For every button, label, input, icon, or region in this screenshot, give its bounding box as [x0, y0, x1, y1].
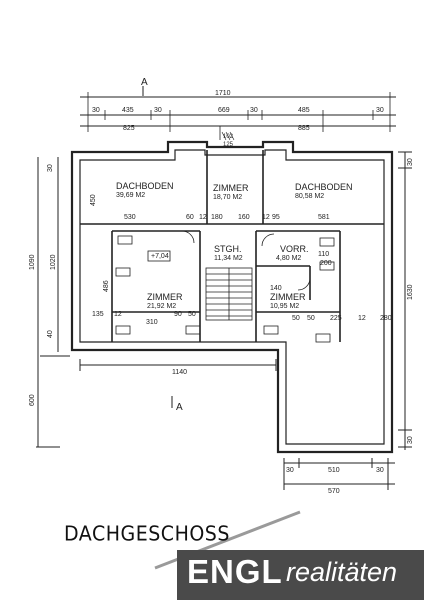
dim-left: 1090	[29, 254, 36, 270]
dim-inner: 12	[199, 214, 207, 221]
room-area: 10,95 M2	[270, 303, 299, 310]
dim-top: 30	[376, 107, 384, 114]
room-name: ZIMMER	[270, 292, 306, 302]
dim-left: 450	[90, 194, 97, 206]
logo-brand-text: ENGL	[187, 553, 283, 590]
dim-inner: 90	[174, 311, 182, 318]
dim-right: 1630	[407, 284, 414, 300]
dim-top: 669	[218, 107, 230, 114]
section-marker-bottom: A	[176, 402, 183, 413]
dim-left: 1020	[50, 254, 57, 270]
dim-inner: 225	[330, 315, 342, 322]
dim-inner: 50	[188, 311, 196, 318]
section-marker-top: A	[141, 77, 148, 88]
dim-inner: 530	[124, 214, 136, 221]
level-mark: +7,04	[151, 253, 169, 260]
room-area: 39,69 M2	[116, 192, 145, 199]
dim-inner: 95	[272, 214, 280, 221]
dim-inner: 180	[211, 214, 223, 221]
dim-left: 30	[47, 164, 54, 172]
dim-inner: 12	[358, 315, 366, 322]
room-name: ZIMMER	[147, 292, 183, 302]
dim-left: 40	[47, 330, 54, 338]
room-area: 18,70 M2	[213, 194, 242, 201]
room-name: ZIMMER	[213, 183, 249, 193]
dim-top: 825	[123, 125, 135, 132]
dim-top: 30	[250, 107, 258, 114]
dim-inner: 135	[92, 311, 104, 318]
dim-inner: 581	[318, 214, 330, 221]
dim-inner: 140	[270, 285, 282, 292]
room-area: 11,34 M2	[214, 255, 243, 262]
dim-left: 486	[103, 280, 110, 292]
dim-inner: 12	[262, 214, 270, 221]
dim-left: 600	[29, 394, 36, 406]
room-area: 21,92 M2	[147, 303, 176, 310]
dim-small: 102	[223, 134, 234, 140]
room-name: VORR.	[280, 244, 309, 254]
dim-inner: 12	[114, 311, 122, 318]
dim-top: 30	[154, 107, 162, 114]
dim-inner: 50	[307, 315, 315, 322]
room-name: DACHBODEN	[116, 181, 174, 191]
dim-inner: 200	[320, 260, 332, 267]
plan-title: DACHGESCHOSS	[64, 522, 230, 546]
dim-inner: 280	[380, 315, 392, 322]
dim-right: 30	[407, 158, 414, 166]
room-area: 80,58 M2	[295, 193, 324, 200]
dim-small: 125	[223, 142, 234, 148]
dim-bottom: 1140	[172, 369, 187, 376]
dim-inner: 50	[292, 315, 300, 322]
dim-right: 30	[407, 436, 414, 444]
dim-top: 435	[122, 107, 134, 114]
logo-background	[177, 550, 424, 600]
dim-bottom: 510	[328, 467, 340, 474]
room-area: 4,80 M2	[276, 255, 301, 262]
dim-bottom: 30	[286, 467, 294, 474]
dim-overall: 1710	[215, 90, 231, 97]
dim-bottom: 570	[328, 488, 340, 495]
dim-inner: 310	[146, 319, 158, 326]
dim-inner: 60	[186, 214, 194, 221]
dim-bottom: 30	[376, 467, 384, 474]
room-name: STGH.	[214, 244, 242, 254]
dim-top: 30	[92, 107, 100, 114]
dim-top: 485	[298, 107, 310, 114]
room-name: DACHBODEN	[295, 182, 353, 192]
dim-inner: 110	[318, 251, 329, 258]
logo-sub-text: realitäten	[286, 557, 398, 587]
dim-top: 885	[298, 125, 310, 132]
dim-inner: 160	[238, 214, 250, 221]
